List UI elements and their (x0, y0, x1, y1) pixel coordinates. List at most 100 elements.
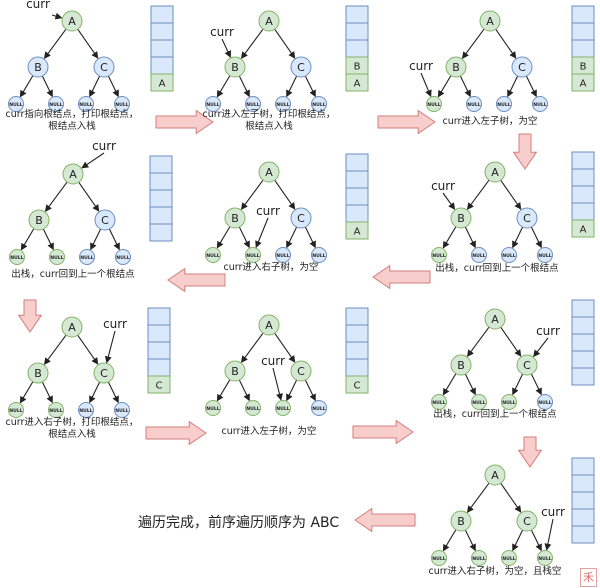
stack-slot (147, 375, 171, 394)
stack-slot (149, 172, 173, 191)
node-label: NULL (312, 102, 326, 108)
tree-edge (512, 529, 524, 552)
node-label: NULL (533, 102, 547, 108)
stack-slot (149, 206, 173, 225)
step-caption: 出栈，curr回到上一个根结点 (417, 263, 577, 275)
tree-edge (464, 226, 476, 249)
stack-slot (149, 155, 173, 174)
stack-item-label: B (580, 62, 587, 73)
caption-line: 根结点入栈 (245, 121, 293, 132)
node-label: A (491, 469, 499, 482)
node-label: C (297, 61, 305, 74)
stack-slot (571, 202, 595, 221)
node-label: NULL (432, 253, 446, 259)
caption-line: curr进入右子树，为空 (223, 262, 319, 273)
tree-edge (216, 379, 231, 402)
tree-edge (461, 28, 485, 59)
tree-edge (216, 75, 231, 98)
tree-edge (500, 179, 522, 210)
node-label: NULL (49, 102, 63, 108)
curr-pointer-label: curr (409, 59, 433, 73)
curr-pointer-label: curr (210, 25, 234, 39)
stack-slot (571, 299, 595, 318)
node-label: NULL (206, 253, 220, 259)
tree-edge (41, 75, 53, 98)
stack-slot (571, 316, 595, 335)
tree-edge (44, 181, 68, 212)
caption-line: 出栈，curr回到上一个根结点 (11, 269, 135, 280)
node-label: C (297, 365, 305, 378)
stack-item-label: A (580, 225, 587, 236)
null-node: NULL (114, 96, 130, 112)
node-label: B (457, 359, 465, 372)
tree-node-c: C (93, 362, 115, 384)
node-label: C (523, 359, 531, 372)
null-node: NULL (496, 96, 512, 112)
curr-pointer-arrow (104, 330, 116, 364)
curr-pointer-arrow (221, 38, 232, 58)
null-node: NULL (48, 96, 64, 112)
null-node: NULL (501, 550, 517, 566)
node-label: NULL (312, 253, 326, 259)
null-node: NULL (275, 400, 291, 416)
null-node: NULL (78, 96, 94, 112)
stack-slot (571, 474, 595, 493)
null-node: NULL (275, 96, 291, 112)
node-label: C (297, 212, 305, 225)
tree-node-a: A (258, 10, 280, 32)
step-caption: curr进入右子树，为空，且栈空 (415, 566, 575, 578)
node-label: C (100, 367, 108, 380)
null-node: NULL (275, 247, 291, 263)
tree-edge (459, 75, 471, 98)
curr-pointer-arrow (544, 518, 554, 551)
stack-slot (345, 5, 369, 24)
stack-item-label: A (354, 79, 361, 90)
stack-slot (571, 350, 595, 369)
null-node: NULL (471, 394, 487, 410)
tree-node-c: C (93, 56, 115, 78)
stack: BA (571, 5, 595, 92)
node-label: A (265, 319, 273, 332)
tree-node-a: A (62, 163, 84, 185)
curr-pointer-label: curr (92, 139, 116, 153)
stack-slot (149, 189, 173, 208)
tree-edge (530, 226, 542, 249)
stack-slot (571, 168, 595, 187)
curr-pointer-arrow (51, 12, 63, 20)
node-label: NULL (50, 255, 64, 261)
tree-node-c: C (516, 354, 538, 376)
stack-slot (147, 324, 171, 343)
null-node: NULL (466, 96, 482, 112)
node-label: NULL (432, 400, 446, 406)
stack-slot (571, 151, 595, 170)
curr-pointer-label: curr (536, 324, 560, 338)
flow-arrow-right (377, 109, 436, 135)
node-label: NULL (276, 253, 290, 259)
node-label: NULL (115, 408, 129, 414)
null-node: NULL (245, 400, 261, 416)
node-label: C (518, 61, 526, 74)
null-node: NULL (471, 247, 487, 263)
stack-slot (571, 508, 595, 527)
node-label: B (457, 212, 465, 225)
tree-node-b: B (450, 207, 472, 229)
node-label: B (452, 61, 460, 74)
null-node: NULL (48, 402, 64, 418)
flow-arrow-down (17, 299, 43, 333)
curr-pointer-label: curr (26, 0, 50, 11)
tree-edge (238, 75, 250, 98)
curr-pointer-label: curr (261, 354, 285, 368)
flow-arrow-right (155, 109, 214, 135)
tree-edge (530, 529, 542, 552)
node-label: A (68, 321, 76, 334)
caption-line: 出栈，curr回到上一个根结点 (435, 263, 559, 274)
node-label: NULL (502, 556, 516, 562)
stack-slot (345, 341, 369, 360)
stack-item-label: C (156, 381, 163, 392)
stack-item-label: A (354, 227, 361, 238)
node-label: NULL (472, 253, 486, 259)
stack-slot (147, 341, 171, 360)
